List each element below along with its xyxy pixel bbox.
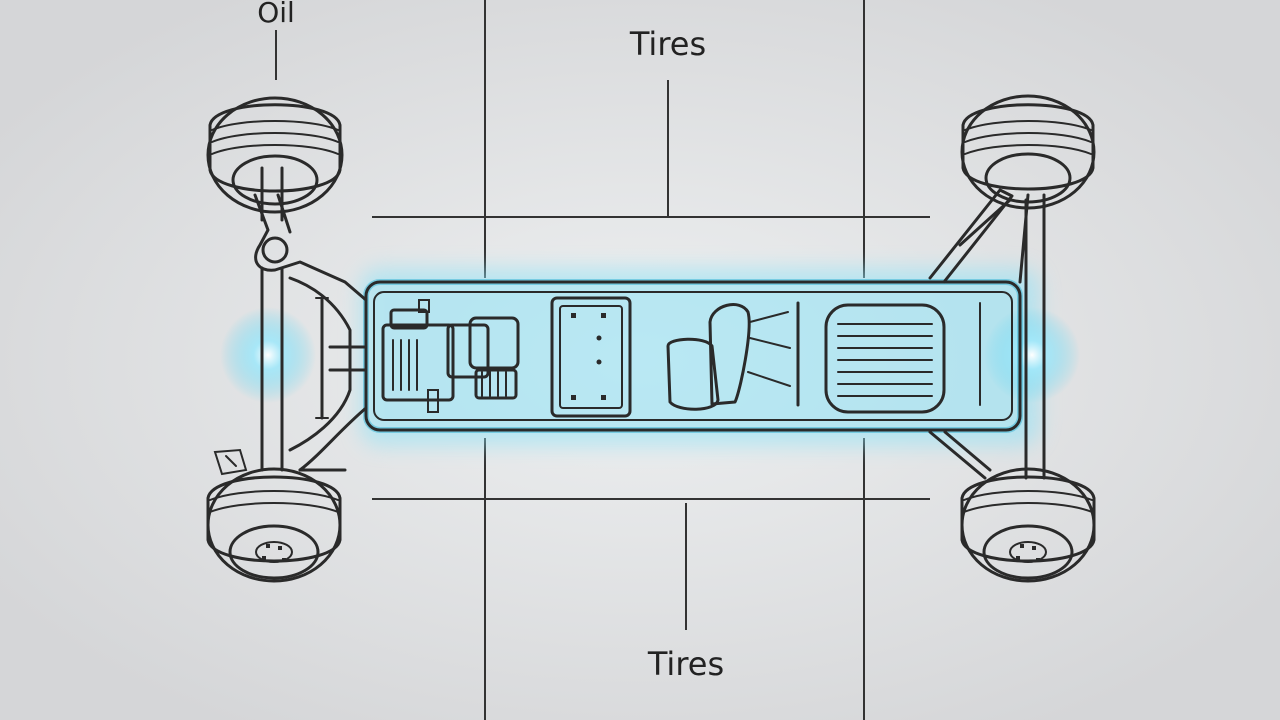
chassis-frame — [363, 279, 1023, 433]
rear-suspension — [928, 188, 1046, 480]
wheel-rear-right — [960, 467, 1096, 583]
battery — [550, 296, 632, 418]
radiator — [824, 303, 946, 414]
engine — [381, 299, 520, 413]
glow — [220, 268, 1080, 446]
label-oil: Oil — [257, 0, 295, 29]
wheel-front-left — [206, 96, 344, 222]
guide-lines — [275, 0, 930, 720]
front-suspension — [213, 193, 368, 476]
label-tires-bottom: Tires — [647, 645, 724, 683]
seat — [666, 301, 800, 411]
wheel-front-right — [960, 94, 1096, 210]
label-tires-top: Tires — [629, 25, 706, 63]
wheel-rear-left — [206, 467, 342, 583]
